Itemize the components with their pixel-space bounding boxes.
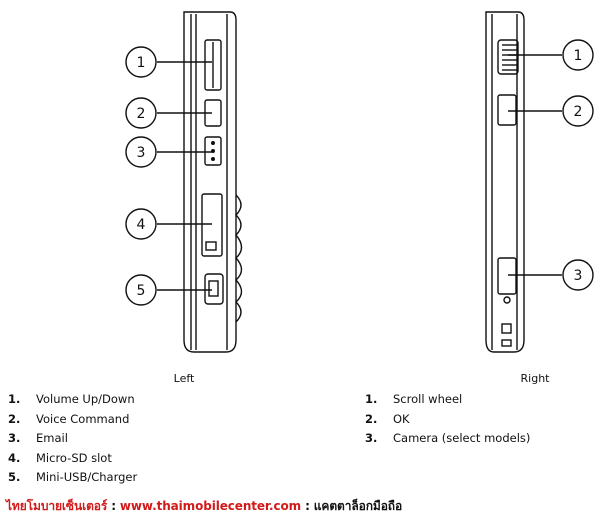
left-side-phone [183,11,243,353]
legend-item: 2OK [365,410,530,430]
legend-label: Camera (select models) [393,431,531,446]
right-callouts [508,39,594,291]
left-callouts [125,46,212,306]
right-view-title: Right [520,372,550,385]
website-link[interactable]: www.thaimobilecenter.com [119,499,302,513]
callout-label: 2 [574,104,583,120]
legend-label: Email [36,431,68,446]
callout-circle [562,39,594,71]
right-legend: 1Scroll wheel 2OK 3Camera (select models… [365,390,530,449]
legend-item: 3Camera (select models) [365,429,530,449]
legend-label: Scroll wheel [393,392,463,406]
legend-label: Micro-SD slot [36,450,112,465]
callout-circle [125,136,157,168]
legend-item: 1Volume Up/Down [8,390,137,410]
legend-label: Mini-USB/Charger [36,470,138,485]
legend-label: OK [393,411,410,426]
legend-number: 2 [8,410,36,430]
legend-item: 1Scroll wheel [365,390,530,410]
catalog-label: แคตตาล็อกมือถือ [313,499,403,513]
legend-number: 1 [365,390,393,410]
callout-circle [562,95,594,127]
legend-number: 3 [365,429,393,449]
legend-number: 5 [8,468,36,488]
legend-item: 3Email [8,429,137,449]
callout-circle [125,46,157,78]
watermark-footer: ไทยโมบายเซ็นเตอร์:www.thaimobilecenter.c… [6,497,402,516]
left-legend: 1Volume Up/Down 2Voice Command 3Email 4M… [8,390,137,488]
legend-number: 3 [8,429,36,449]
legend-number: 4 [8,449,36,469]
callout-circle [562,259,594,291]
right-side-phone [485,11,525,353]
shop-name: ไทยโมบายเซ็นเตอร์ [6,499,108,513]
callout-circle [125,274,157,306]
legend-number: 2 [365,410,393,430]
footer-separator: : [111,499,116,513]
callout-label: 1 [574,48,583,64]
legend-item: 2Voice Command [8,410,137,430]
callout-label: 4 [137,217,146,233]
callout-circle [125,97,157,129]
callout-circle [125,208,157,240]
callout-label: 3 [137,145,146,161]
callout-label: 1 [137,55,146,71]
left-view-title: Left [173,372,195,385]
legend-item: 4Micro-SD slot [8,449,137,469]
device-side-diagram: 1 2 3 4 5 1 2 3 [125,11,594,353]
callout-label: 5 [137,283,146,299]
legend-label: Volume Up/Down [36,392,135,406]
legend-label: Voice Command [36,411,130,426]
footer-separator: : [305,499,310,513]
legend-number: 1 [8,390,36,410]
legend-item: 5Mini-USB/Charger [8,468,137,488]
callout-label: 3 [574,268,583,284]
callout-label: 2 [137,106,146,122]
